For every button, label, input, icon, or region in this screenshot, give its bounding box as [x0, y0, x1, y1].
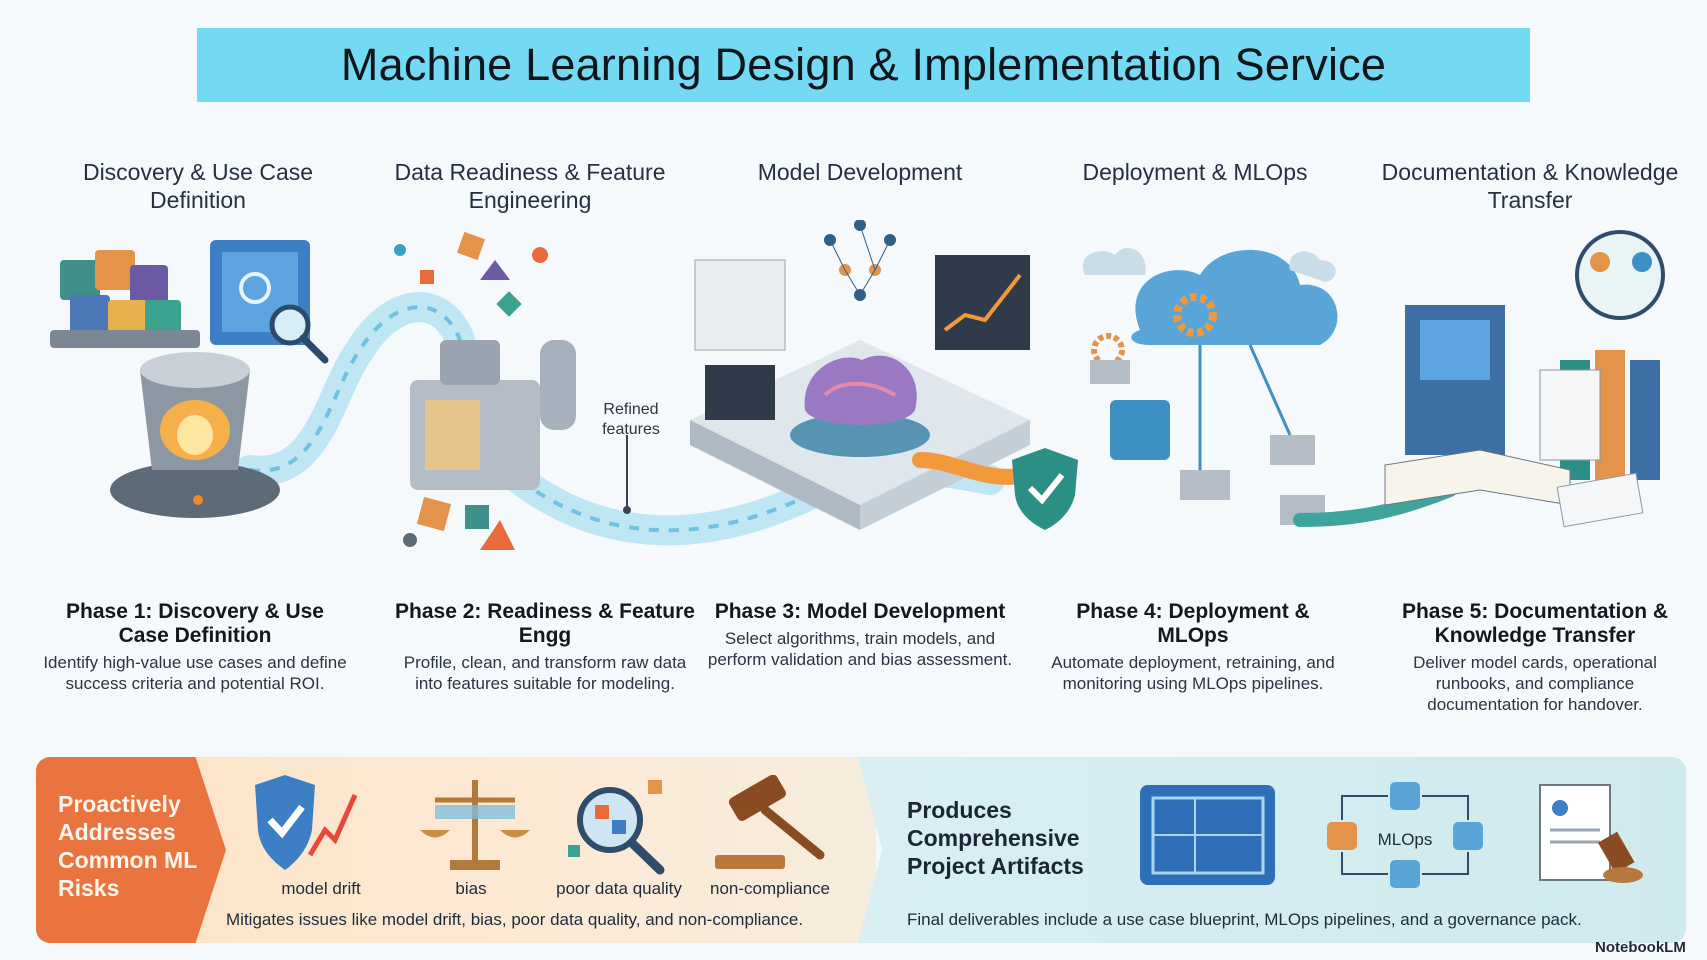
cubes-icon [50, 250, 200, 348]
phase-5-title: Phase 5: Documentation & Knowledge Trans… [1401, 600, 1669, 647]
risk-label-bias: bias [455, 879, 487, 898]
phase-2-heading: Data Readiness & Feature Engineering [394, 159, 666, 213]
phase-4-title: Phase 4: Deployment & MLOps [1076, 600, 1310, 647]
risk-label-poor-data-quality: poor data quality [556, 879, 682, 898]
phase-5-description: Deliver model cards, operational runbook… [1413, 653, 1657, 714]
phase-4-block: Phase 4: Deployment & MLOps Automate dep… [1038, 600, 1348, 694]
phase-3-block: Phase 3: Model Development Select algori… [705, 600, 1015, 670]
phase-3-title: Phase 3: Model Development [714, 600, 1006, 623]
risks-caption: Mitigates issues like model drift, bias,… [226, 910, 804, 929]
phase-1-block: Phase 1: Discovery & Use Case Definition… [40, 600, 350, 694]
page-title: Machine Learning Design & Implementation… [340, 39, 1387, 90]
security-shield-icon [1012, 448, 1078, 530]
phase-2-block: Phase 2: Readiness & Feature Engg Profil… [390, 600, 700, 694]
cauldron-icon [110, 352, 280, 518]
notebooklm-watermark: NotebookLM [1595, 939, 1686, 956]
phase-4-description: Automate deployment, retraining, and mon… [1051, 653, 1335, 693]
artifacts-caption: Final deliverables include a use case bl… [907, 910, 1582, 929]
mlops-label: MLOps [1377, 830, 1433, 849]
blueprint-icon [1140, 785, 1275, 885]
neural-network-icon [824, 220, 896, 301]
phase-5-heading: Documentation & Knowledge Transfer [1381, 159, 1679, 213]
model-development-icon [690, 220, 1030, 530]
gavel-icon [715, 775, 825, 869]
title-banner: Machine Learning Design & Implementation… [197, 28, 1530, 102]
risks-tag-text: Proactively Addresses Common ML Risks [58, 791, 197, 901]
phase-2-title: Phase 2: Readiness & Feature Engg [395, 600, 695, 647]
phase-1-description: Identify high-value use cases and define… [43, 653, 347, 693]
cloud-mlops-icon [1082, 247, 1338, 525]
shield-chart-icon [255, 775, 358, 870]
refined-features-label: Refined features [602, 401, 660, 438]
scales-icon [420, 780, 530, 870]
governance-document-icon [1539, 784, 1643, 883]
phase-3-description: Select algorithms, train models, and per… [707, 629, 1013, 669]
phase-3-heading: Model Development [757, 159, 963, 185]
feature-machine-icon [394, 231, 576, 550]
phase-1-title: Phase 1: Discovery & Use Case Definition [66, 600, 324, 647]
mlops-cycle-icon [1327, 782, 1483, 888]
documentation-books-icon [1384, 230, 1665, 528]
phase-1-heading: Discovery & Use Case Definition [82, 159, 314, 213]
process-illustration [50, 220, 1665, 550]
artifacts-title: Produces Comprehensive Project Artifacts [907, 797, 1084, 879]
risks-tag [36, 757, 226, 943]
magnifier-broken-data-icon [568, 780, 665, 875]
blueprint-document-icon [210, 240, 329, 364]
phase-2-description: Profile, clean, and transform raw data i… [403, 653, 687, 693]
phase-4-heading: Deployment & MLOps [1082, 159, 1308, 185]
risk-label-model-drift: model drift [281, 879, 361, 898]
risk-label-non-compliance: non-compliance [709, 879, 830, 898]
phase-5-block: Phase 5: Documentation & Knowledge Trans… [1380, 600, 1690, 715]
